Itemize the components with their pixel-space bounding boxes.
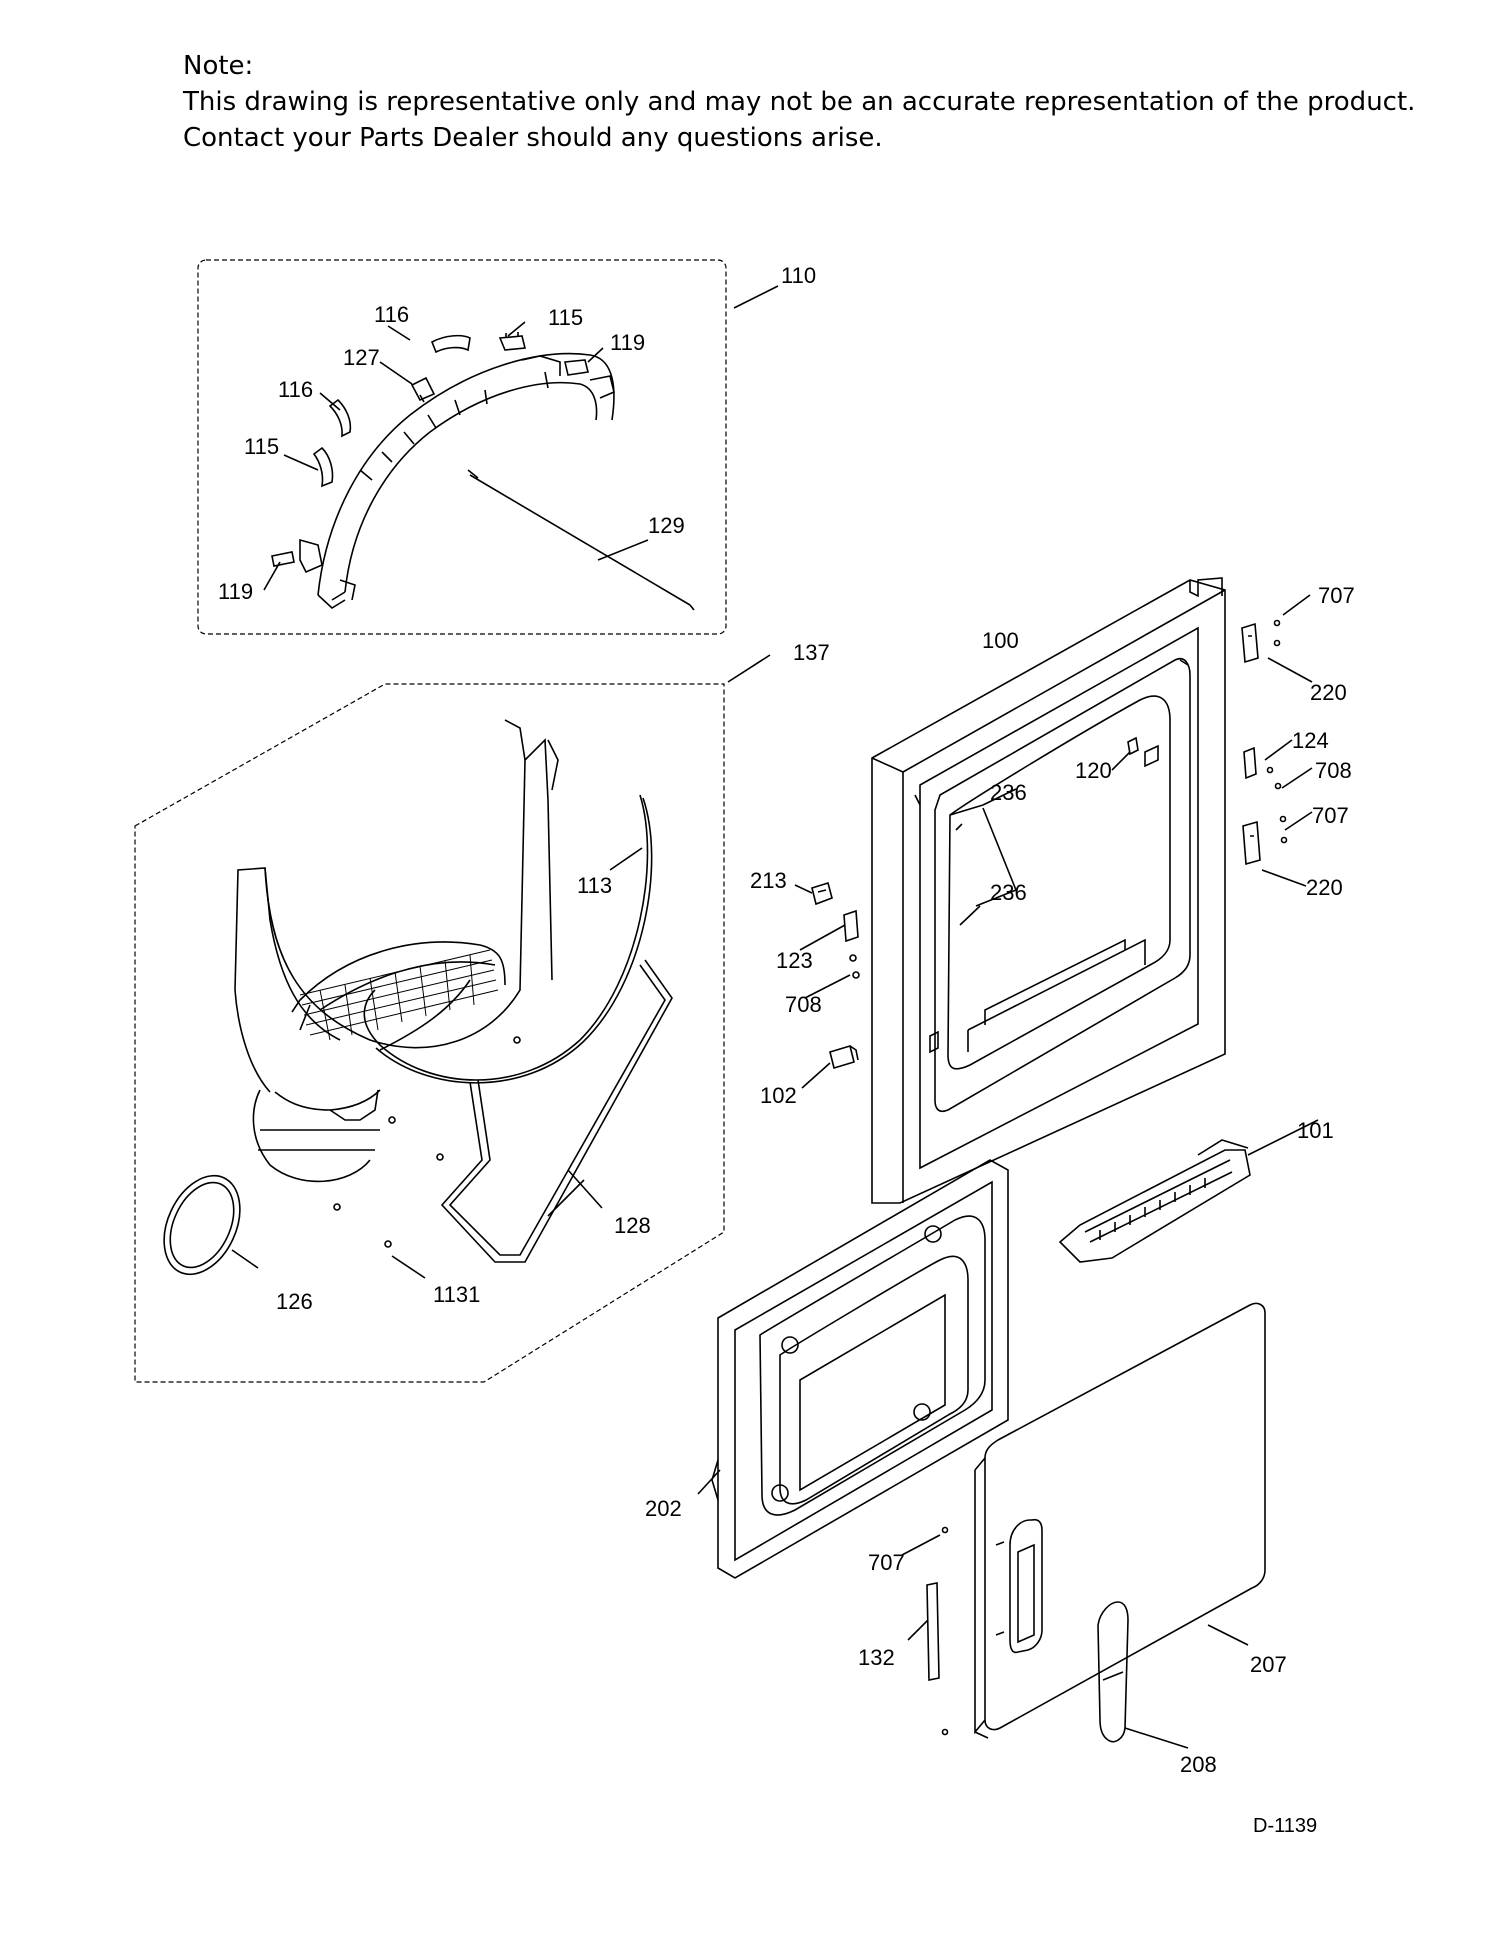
label-119-left: 119	[218, 579, 253, 604]
note-line-2: Contact your Parts Dealer should any que…	[183, 123, 883, 153]
switch-102	[829, 1044, 859, 1070]
switch-120	[1127, 736, 1139, 756]
label-123: 123	[776, 948, 813, 973]
door-handle-window	[1009, 1518, 1043, 1654]
label-102: 102	[760, 1083, 797, 1108]
label-115-top: 115	[548, 305, 583, 330]
pad-119-left	[271, 551, 295, 567]
label-126: 126	[276, 1289, 313, 1314]
clip-115-left	[312, 446, 334, 488]
label-132: 132	[858, 1645, 895, 1670]
label-707-a: 707	[1318, 583, 1355, 608]
pad-119-top	[564, 359, 589, 376]
front-panel-100	[871, 577, 1226, 1204]
label-708-a: 708	[1315, 758, 1352, 783]
console-101	[1058, 1139, 1251, 1263]
screws-708	[849, 954, 860, 979]
clip-213	[811, 881, 833, 906]
label-707-b: 707	[1312, 803, 1349, 828]
label-220-b: 220	[1306, 875, 1343, 900]
label-124: 124	[1292, 728, 1329, 753]
group-box-137	[134, 683, 725, 1383]
clip-115-top	[498, 332, 527, 351]
label-707-c: 707	[868, 1550, 905, 1575]
screws-right	[1266, 619, 1288, 844]
label-129: 129	[648, 513, 685, 538]
note-block: Note: This drawing is representative onl…	[183, 48, 1423, 156]
label-213: 213	[750, 868, 787, 893]
screws-1131	[333, 1036, 521, 1248]
part-labels: 110 116 115 119 127 116 115 129 119 137 …	[218, 263, 1355, 1777]
bulkhead-arc	[299, 352, 615, 610]
label-236-b: 236	[990, 880, 1027, 905]
drawing-id: D-1139	[1253, 1815, 1318, 1837]
latch-124	[1243, 746, 1257, 780]
strip-132	[926, 1582, 940, 1681]
bracket-116-top	[430, 334, 471, 354]
label-708-b: 708	[785, 992, 822, 1017]
duct-housing	[234, 719, 559, 1183]
label-207: 207	[1250, 1652, 1287, 1677]
sensor-127	[410, 376, 436, 403]
bracket-116-left	[328, 398, 352, 438]
seal-126	[163, 1174, 241, 1276]
label-113: 113	[577, 873, 612, 898]
wire-113	[363, 794, 649, 1081]
strike-123	[843, 909, 859, 943]
label-116-left: 116	[278, 377, 313, 402]
label-115-left: 115	[244, 434, 279, 459]
note-heading: Note:	[183, 51, 254, 81]
label-120: 120	[1075, 758, 1112, 783]
label-236-a: 236	[990, 780, 1027, 805]
label-100: 100	[982, 628, 1019, 653]
seal-128	[448, 964, 666, 1256]
label-110: 110	[781, 263, 816, 288]
label-128: 128	[614, 1213, 651, 1238]
outer-door-207	[974, 1302, 1266, 1739]
lint-grille	[299, 949, 499, 1041]
inner-door-202	[711, 1159, 1009, 1579]
screws-707-bottom	[941, 1526, 949, 1736]
label-116-top: 116	[374, 302, 409, 327]
label-137: 137	[793, 640, 830, 665]
label-208: 208	[1180, 1752, 1217, 1777]
label-220-a: 220	[1310, 680, 1347, 705]
label-202: 202	[645, 1496, 682, 1521]
label-119-top: 119	[610, 330, 645, 355]
sensor-rod-129	[467, 469, 695, 611]
group-box-110	[197, 259, 727, 635]
label-127: 127	[343, 345, 380, 370]
hinge-220-top	[1241, 622, 1259, 664]
label-101: 101	[1297, 1118, 1334, 1143]
hinge-220-bottom	[1242, 820, 1261, 866]
label-1131: 1131	[433, 1282, 480, 1307]
note-line-1: This drawing is representative only and …	[183, 87, 1416, 117]
